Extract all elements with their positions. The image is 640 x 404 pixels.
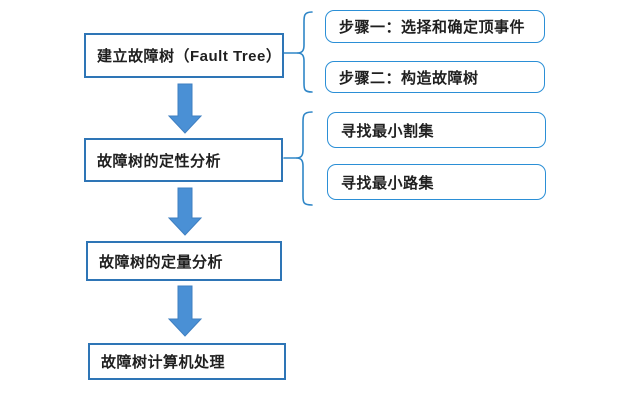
flow-box-label: 故障树的定性分析 <box>97 152 222 170</box>
flow-box-quantitative-analysis: 故障树的定量分析 <box>86 241 282 281</box>
flow-box-find-minimal-cut-sets: 寻找最小割集 <box>327 112 546 148</box>
down-arrow-2 <box>167 187 203 236</box>
flow-box-label: 寻找最小割集 <box>341 122 435 140</box>
flow-box-label: 步骤二：构造故障树 <box>339 69 479 87</box>
flow-box-find-minimal-path-sets: 寻找最小路集 <box>327 164 546 200</box>
flow-box-label: 故障树计算机处理 <box>101 354 226 371</box>
flow-box-label: 步骤一：选择和确定顶事件 <box>339 19 526 36</box>
flow-box-label: 建立故障树（Fault Tree） <box>97 48 282 65</box>
flow-box-step2-construct-tree: 步骤二：构造故障树 <box>325 61 545 93</box>
flow-box-label: 故障树的定量分析 <box>99 253 224 271</box>
down-arrow-1 <box>167 83 203 134</box>
brace-bracket-1 <box>296 11 313 93</box>
flow-box-label: 寻找最小路集 <box>341 174 435 192</box>
flow-box-qualitative-analysis: 故障树的定性分析 <box>84 138 283 182</box>
flow-box-step1-select-top-event: 步骤一：选择和确定顶事件 <box>325 10 545 43</box>
flow-box-computer-processing: 故障树计算机处理 <box>88 343 286 380</box>
down-arrow-3 <box>167 285 203 337</box>
brace-bracket-2 <box>295 111 313 206</box>
flow-box-build-fault-tree: 建立故障树（Fault Tree） <box>84 33 284 78</box>
